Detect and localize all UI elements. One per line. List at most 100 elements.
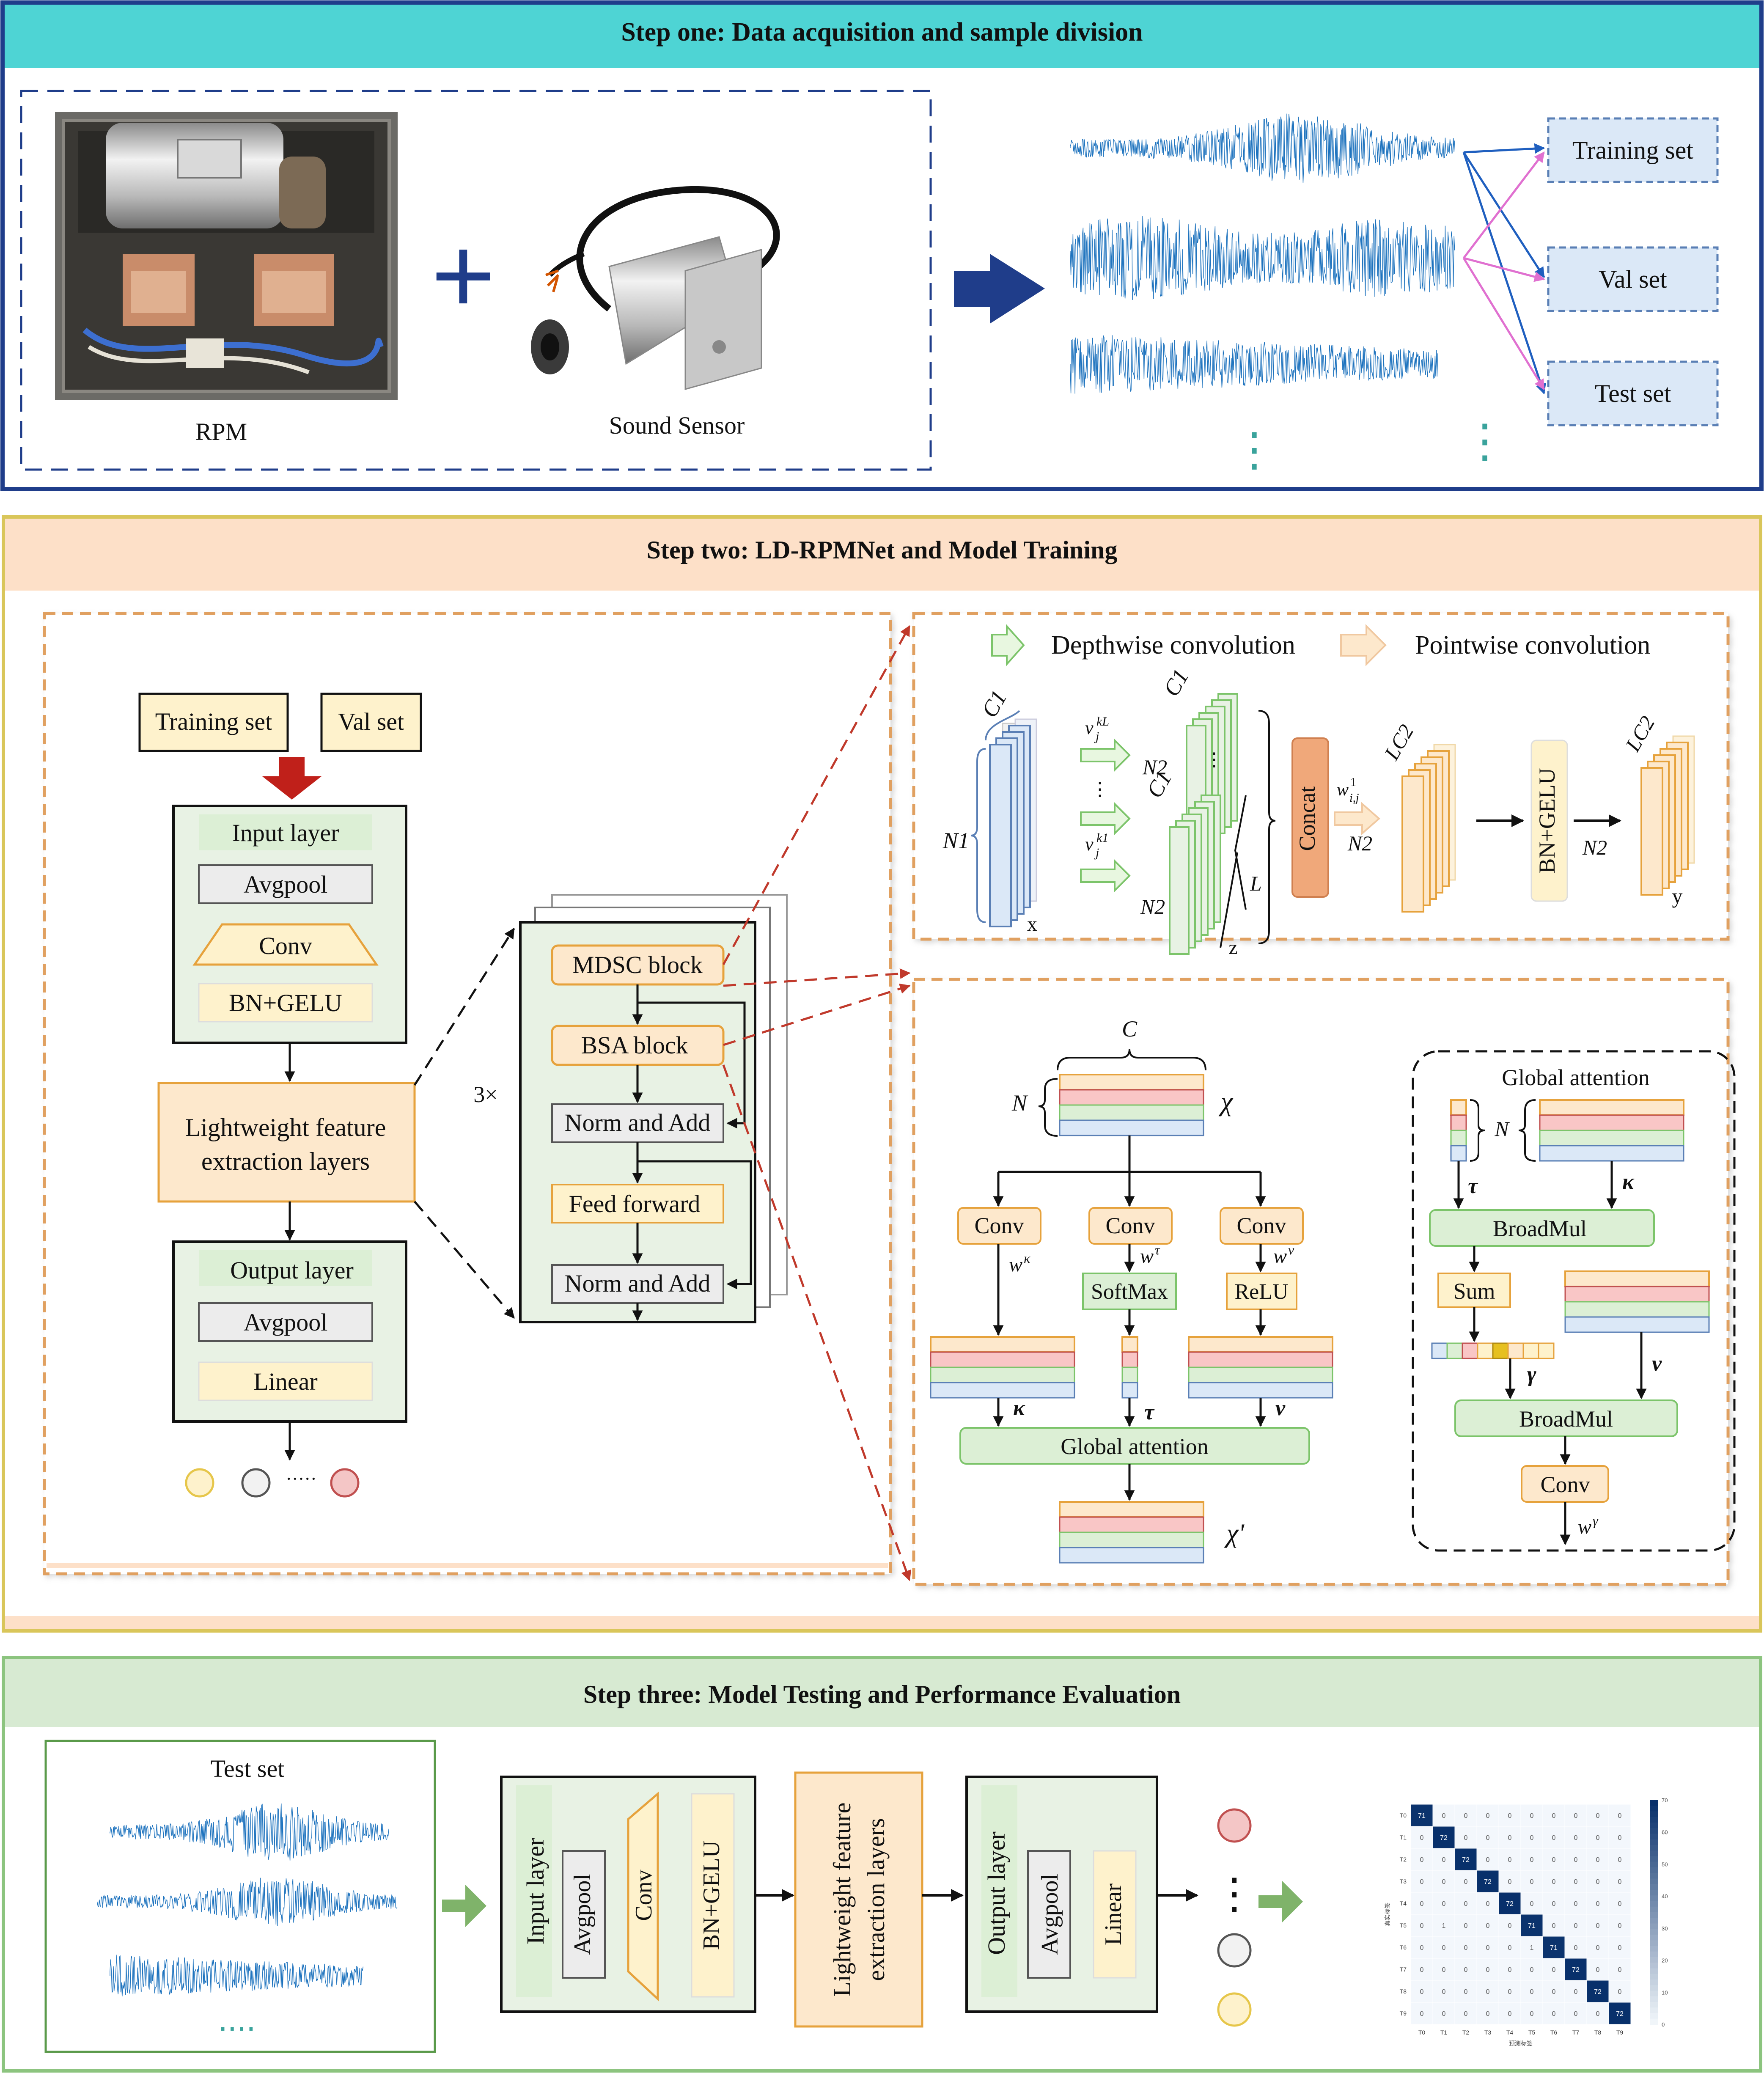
pointwise-legend-label: Pointwise convolution	[1415, 631, 1650, 660]
feed-forward-box	[551, 1184, 724, 1223]
cm-value: 1	[1530, 1944, 1534, 1952]
bngelu-vert-box	[1530, 740, 1568, 902]
cm-cell	[1542, 1804, 1565, 1827]
cm-colorbar-segment	[1650, 1985, 1658, 1991]
v-bot: v	[1085, 834, 1094, 855]
cm-cell	[1520, 1826, 1543, 1849]
test-linear-box	[1093, 1850, 1137, 1979]
cm-colorbar-segment	[1650, 1878, 1658, 1885]
cm-cell	[1520, 1848, 1543, 1871]
cm-xlabel: 预测标签	[1509, 2040, 1533, 2047]
split-arrows	[1462, 143, 1546, 395]
v-bot-sup: k1	[1096, 831, 1108, 845]
train-input-label: Training set	[155, 708, 272, 735]
cm-row-label: T3	[1400, 1878, 1407, 1885]
cm-value: 71	[1550, 1944, 1558, 1952]
cm-value: 0	[1420, 1834, 1424, 1842]
cm-cell	[1498, 1980, 1521, 2003]
avgpool-box	[198, 864, 373, 904]
cm-value: 0	[1442, 1856, 1446, 1864]
test-node-yellow	[1217, 1992, 1252, 2027]
waveform-3	[1070, 335, 1438, 394]
cm-value: 0	[1420, 2010, 1424, 2018]
cm-cell	[1498, 1848, 1521, 1871]
test-output-title-bg	[981, 1785, 1017, 1997]
tau-label: τ	[1144, 1400, 1155, 1424]
cm-colorbar-segment	[1650, 1867, 1658, 1874]
cm-colorbar-tick: 20	[1662, 1958, 1668, 1964]
w-nu-sup: ν	[1288, 1242, 1294, 1257]
cm-value: 0	[1486, 1812, 1490, 1820]
cm-value: 72	[1594, 1988, 1602, 1996]
cm-cell	[1498, 1958, 1521, 1981]
cm-value: 0	[1486, 2010, 1490, 2018]
cm-value: 0	[1464, 1900, 1468, 1908]
cm-colorbar-segment	[1650, 1946, 1658, 1952]
cm-col-label: T9	[1616, 2029, 1624, 2036]
cm-value: 0	[1486, 1966, 1490, 1974]
step2-footer-band	[5, 1616, 1759, 1629]
cm-cell	[1432, 1870, 1455, 1893]
cm-value: 0	[1442, 1944, 1446, 1952]
test-output-label: Output layer	[983, 1831, 1010, 1955]
cm-cell	[1476, 2002, 1499, 2025]
cm-col-label: T4	[1506, 2029, 1514, 2036]
cm-colorbar-tick: 30	[1662, 1925, 1668, 1932]
cm-cell	[1564, 1980, 1587, 2003]
broadmul-1-box	[1429, 1209, 1655, 1247]
cm-value: 0	[1618, 1812, 1622, 1820]
cm-colorbar-segment	[1650, 1951, 1658, 1958]
cm-cell	[1586, 2002, 1609, 2025]
cm-cell	[1608, 1892, 1631, 1915]
conv-label: Conv	[259, 932, 312, 960]
cm-cell	[1498, 1826, 1521, 1849]
cm-value: 0	[1552, 1966, 1556, 1974]
output-node-red	[330, 1468, 360, 1498]
test-out-avgpool-label: Avgpool	[1037, 1874, 1063, 1955]
red-down-arrow	[262, 757, 321, 800]
cm-value: 0	[1530, 1878, 1534, 1886]
cm-value: 0	[1464, 1878, 1468, 1886]
cm-cell	[1564, 1958, 1587, 1981]
waveform-2	[1070, 216, 1455, 300]
cm-value: 0	[1574, 1812, 1578, 1820]
concat-label: Concat	[1294, 786, 1320, 851]
cm-cell	[1476, 1870, 1499, 1893]
cm-row-label: T1	[1400, 1834, 1407, 1841]
cm-value: 0	[1574, 1988, 1578, 1996]
w-nu: w	[1273, 1245, 1287, 1267]
cm-value: 0	[1596, 1966, 1600, 1974]
cm-colorbar-segment	[1650, 1963, 1658, 1969]
cm-value: 0	[1508, 1812, 1512, 1820]
cm-value: 0	[1618, 1966, 1622, 1974]
sets-vdots: ⋮	[1462, 415, 1508, 467]
conv-nu-label: Conv	[1236, 1213, 1286, 1238]
cm-value: 0	[1508, 1856, 1512, 1864]
orange-stack-2	[1640, 735, 1695, 896]
cm-cell	[1454, 1848, 1477, 1871]
cm-cell	[1608, 1848, 1631, 1871]
x-label: x	[1027, 913, 1037, 935]
cm-colorbar-segment	[1650, 2018, 1658, 2025]
relu-box	[1226, 1273, 1297, 1310]
tau-tensor	[1121, 1336, 1138, 1399]
test-avgpool-label: Avgpool	[569, 1874, 596, 1955]
cm-row-label: T5	[1400, 1922, 1407, 1929]
dashed-arrow-down	[414, 1201, 515, 1319]
input-layer-title-bg	[199, 814, 372, 850]
cm-value: 0	[1530, 2010, 1534, 2018]
cm-value: 0	[1618, 1944, 1622, 1952]
n2-label-pw: N2	[1347, 831, 1372, 855]
rpm-photo	[55, 112, 398, 400]
green-vdots: ⋮	[1205, 749, 1223, 770]
conv-gamma-label: Conv	[1540, 1472, 1590, 1497]
cm-cell	[1498, 1804, 1521, 1827]
step1-header	[5, 5, 1759, 68]
input-x-stack	[989, 718, 1037, 927]
cm-value: 0	[1508, 1834, 1512, 1842]
cm-cell	[1608, 1804, 1631, 1827]
cm-colorbar-segment	[1650, 1929, 1658, 1935]
cm-value: 0	[1574, 1878, 1578, 1886]
